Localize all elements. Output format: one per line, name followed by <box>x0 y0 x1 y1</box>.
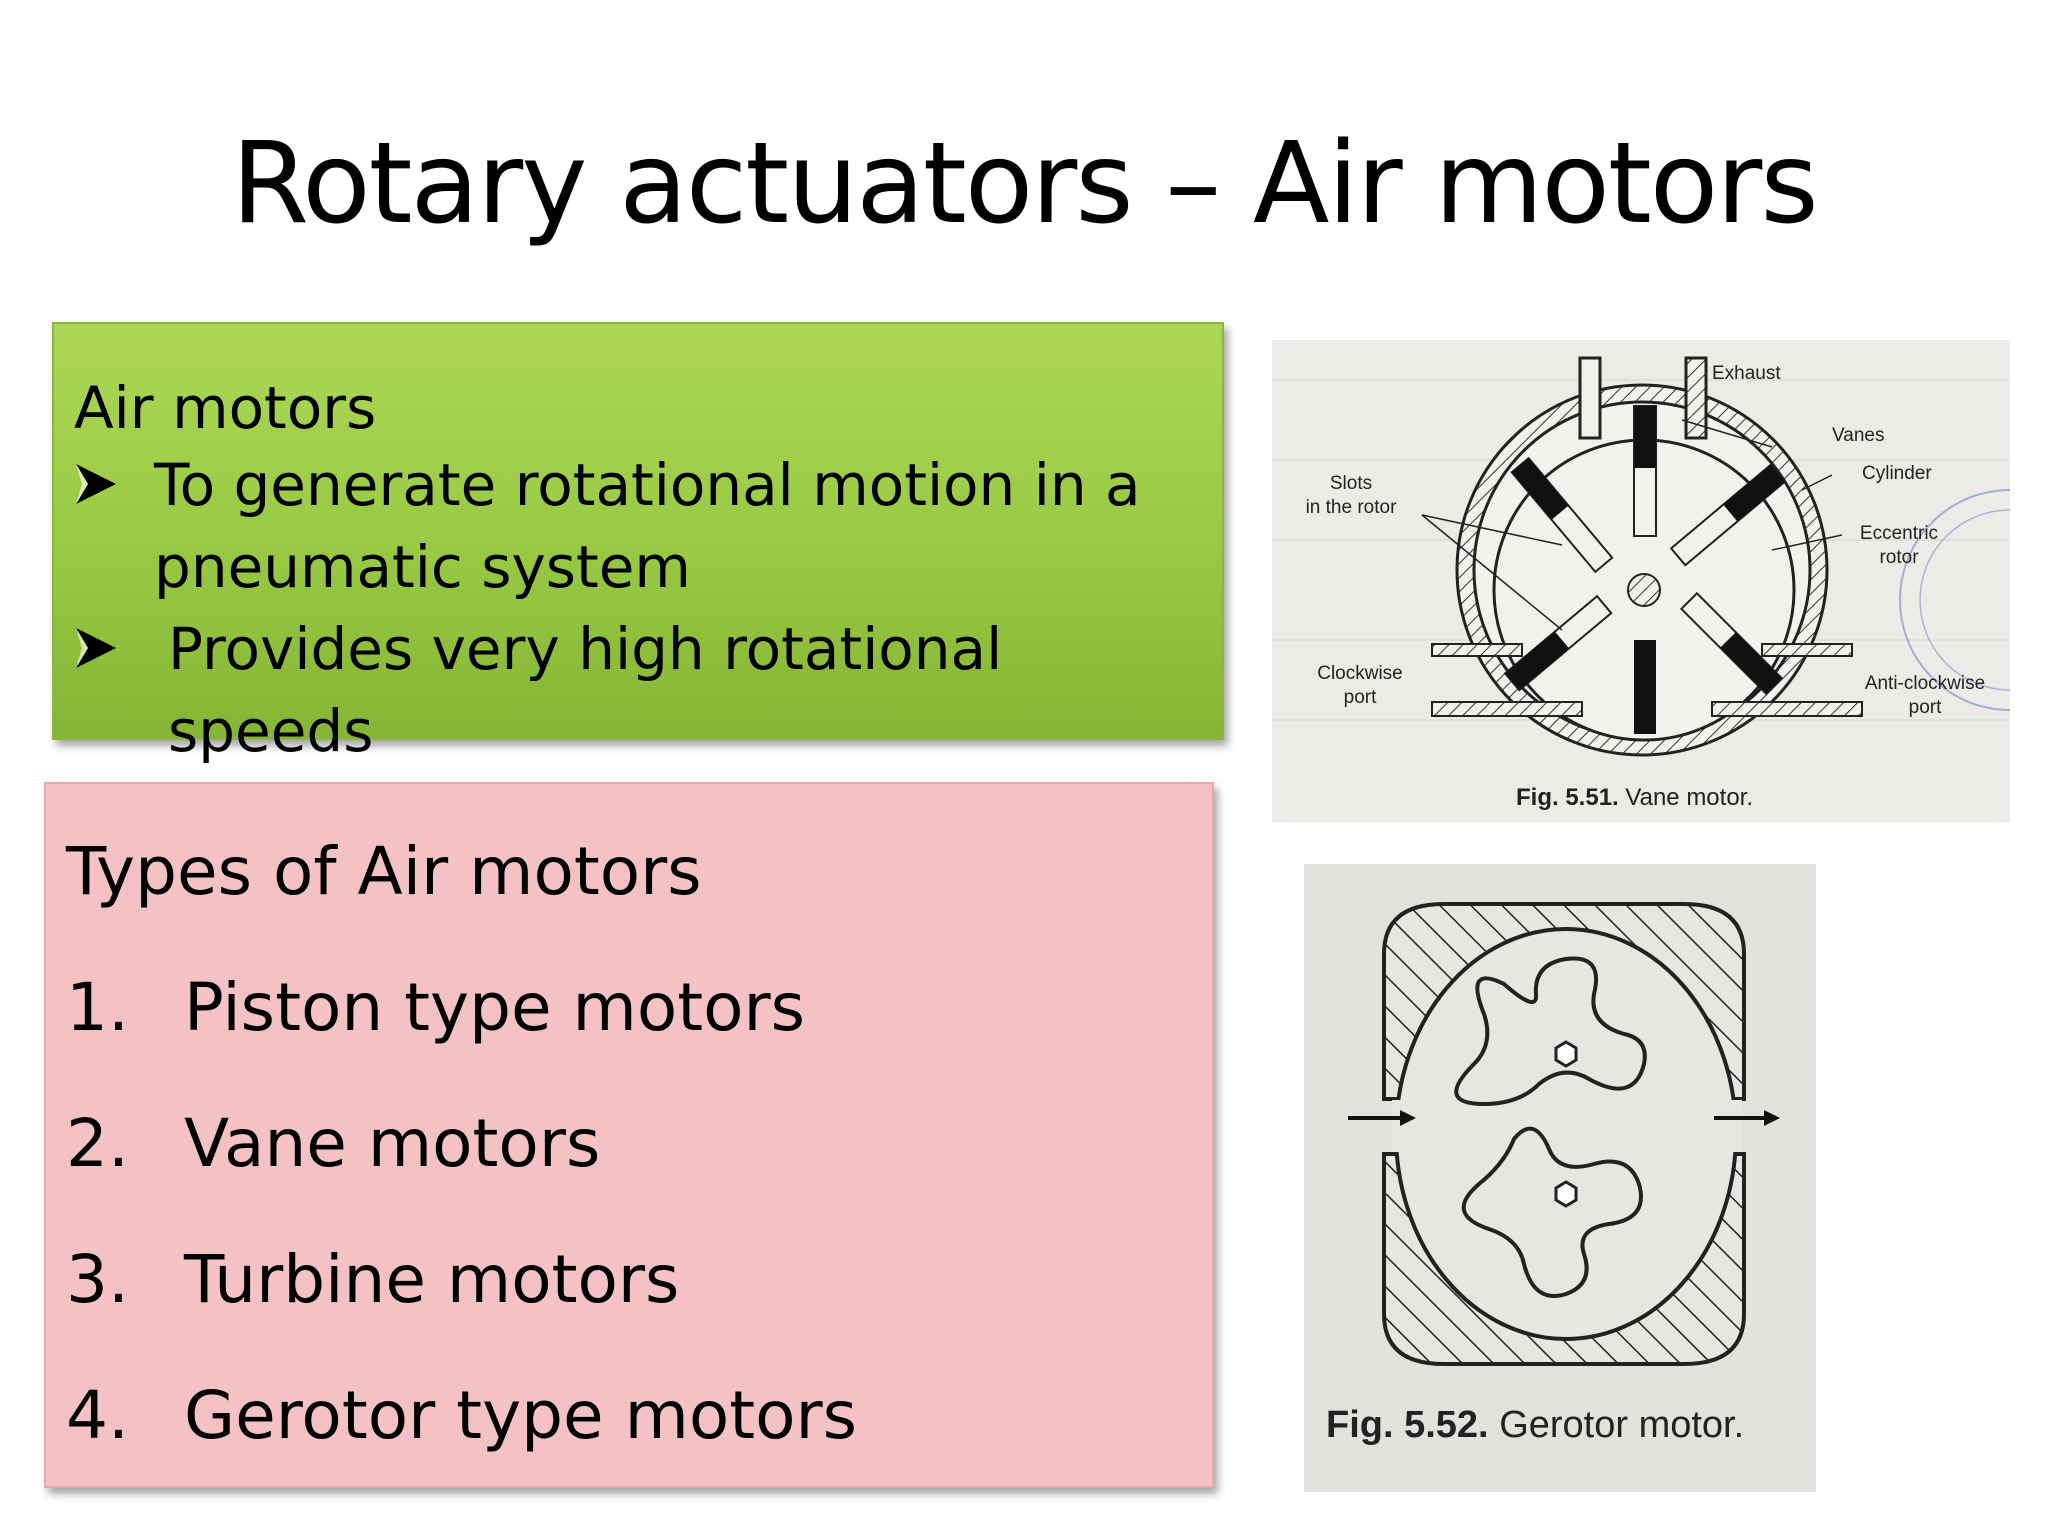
caption-bold: Fig. 5.51. <box>1516 784 1619 811</box>
list-item: 4. Gerotor type motors <box>66 1376 1212 1456</box>
list-number: 2. <box>66 1105 129 1182</box>
list-label: Turbine motors <box>184 1241 680 1318</box>
clockwise-text: Clockwise <box>1317 663 1403 684</box>
list-label: Gerotor type motors <box>184 1377 858 1454</box>
eccentric-label: Eccentric rotor <box>1844 522 1954 570</box>
vane-motor-figure: Exhaust Vanes Cylinder Slots in the roto… <box>1272 340 2010 822</box>
caption-text: Gerotor motor. <box>1499 1404 1745 1446</box>
vanes-label: Vanes <box>1832 425 1885 446</box>
air-motors-heading: Air motors <box>74 374 377 442</box>
gerotor-motor-diagram <box>1348 902 1780 1366</box>
anticlockwise-port-label: Anti-clockwise port <box>1850 672 2000 720</box>
bullet-text: To generate rotational motion in a pneum… <box>154 451 1141 601</box>
list-label: Piston type motors <box>184 969 806 1046</box>
list-number: 1. <box>66 969 129 1046</box>
clockwise-port-text: port <box>1343 687 1377 708</box>
air-motors-box: Air motors To generate rotational motion… <box>52 322 1224 765</box>
bullet-text: Provides very high rotational speeds <box>168 615 1003 765</box>
types-box: Types of Air motors 1. Piston type motor… <box>44 782 1214 1488</box>
vane-motor-caption: Fig. 5.51. Vane motor. <box>1516 784 1753 812</box>
caption-text: Vane motor. <box>1625 784 1754 811</box>
list-item: 3. Turbine motors <box>66 1240 1212 1320</box>
list-item: 2. Vane motors <box>66 1104 1212 1184</box>
eccentric-text: Eccentric <box>1859 523 1939 544</box>
list-number: 4. <box>66 1377 129 1454</box>
caption-bold: Fig. 5.52. <box>1326 1404 1489 1446</box>
bullet-item: To generate rotational motion in a pneum… <box>74 444 1222 608</box>
arrow-bullet-icon <box>74 608 154 772</box>
slide-title: Rotary actuators – Air motors <box>231 119 1818 249</box>
types-heading: Types of Air motors <box>66 833 702 910</box>
bullet-item: Provides very high rotational speeds <box>74 608 1222 772</box>
rotor-text: rotor <box>1879 547 1919 568</box>
vane-motor-diagram <box>1272 356 2010 757</box>
cylinder-label: Cylinder <box>1862 463 1932 484</box>
list-item: 1. Piston type motors <box>66 968 1212 1048</box>
slots-text-2: in the rotor <box>1305 497 1397 518</box>
list-number: 3. <box>66 1241 129 1318</box>
arrow-bullet-icon <box>74 444 154 608</box>
anticlockwise-text: Anti-clockwise <box>1864 673 1986 694</box>
gerotor-motor-figure: Fig. 5.52. Gerotor motor. <box>1304 864 1816 1492</box>
slots-label: Slots in the rotor <box>1286 472 1416 520</box>
clockwise-port-label: Clockwise port <box>1300 662 1420 710</box>
exhaust-label: Exhaust <box>1712 363 1781 384</box>
list-label: Vane motors <box>184 1105 601 1182</box>
gerotor-motor-caption: Fig. 5.52. Gerotor motor. <box>1326 1404 1744 1447</box>
anticlockwise-port-text: port <box>1908 697 1942 718</box>
slots-text: Slots <box>1329 473 1373 494</box>
